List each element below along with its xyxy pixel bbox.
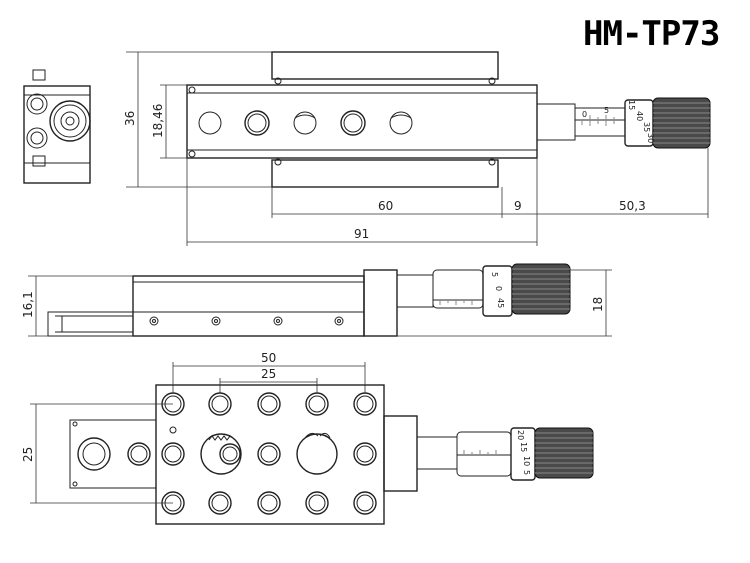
bottom-scale-5: 5 <box>522 470 531 475</box>
bottom-view-hole-row-top <box>161 392 377 416</box>
bottom-view-end-block <box>383 415 418 492</box>
side-view: 5 0 45 <box>47 263 571 337</box>
top-view-hole <box>389 111 413 135</box>
dim-18-46: 18,46 <box>151 104 165 138</box>
bottom-view-hole-row-bottom <box>161 491 377 515</box>
bottom-scale-10: 10 <box>522 456 531 466</box>
bottom-view: 20 15 10 5 <box>69 384 594 525</box>
side-view-end-block <box>363 269 398 337</box>
top-view: 0 5 15 40 35 30 <box>186 51 711 188</box>
end-view <box>23 69 91 184</box>
top-view-hole <box>340 110 366 136</box>
side-scale-0: 0 <box>494 286 503 291</box>
top-view-hole <box>244 110 270 136</box>
dim-50-3: 50,3 <box>619 199 646 213</box>
top-view-hole <box>198 111 222 135</box>
dim-60: 60 <box>378 199 393 213</box>
end-view-knob <box>49 100 91 142</box>
side-view-body <box>132 275 365 337</box>
top-carriage-upper <box>271 51 499 80</box>
dim-25-top: 25 <box>261 367 276 381</box>
bottom-scale-20: 20 <box>516 430 525 440</box>
dim-9: 9 <box>514 199 522 213</box>
dim-50: 50 <box>261 351 276 365</box>
dim-91: 91 <box>354 227 369 241</box>
scale-15: 15 <box>627 100 636 110</box>
thimble-mark-0: 0 <box>582 110 587 119</box>
side-view-dimensions: 16,1 18 <box>21 269 612 337</box>
thimble-mark-5: 5 <box>604 106 609 115</box>
model-title: HM-TP73 <box>583 14 720 54</box>
side-scale-5: 5 <box>490 272 499 277</box>
bottom-scale-15: 15 <box>519 442 528 452</box>
side-scale-45: 45 <box>496 298 505 308</box>
bottom-view-large-hole <box>296 433 338 475</box>
top-view-dimensions: 36 18,46 60 9 50,3 91 <box>123 51 709 246</box>
bottom-view-dimensions: 50 25 25 <box>21 351 366 504</box>
scale-35: 35 <box>642 122 651 132</box>
bottom-view-large-hole <box>200 433 242 475</box>
top-carriage-lower <box>271 159 499 188</box>
end-view-top-tab <box>32 69 46 81</box>
bottom-view-body <box>155 384 385 525</box>
dim-36: 36 <box>123 111 137 126</box>
top-view-hole <box>293 111 317 135</box>
dim-16-1: 16,1 <box>21 291 35 318</box>
scale-30: 30 <box>646 133 655 143</box>
bottom-view-rail-hole <box>77 437 111 471</box>
dim-25-left: 25 <box>21 447 35 462</box>
end-view-bottom-tab <box>32 155 46 167</box>
scale-40: 40 <box>635 111 644 121</box>
dim-18: 18 <box>591 297 605 312</box>
